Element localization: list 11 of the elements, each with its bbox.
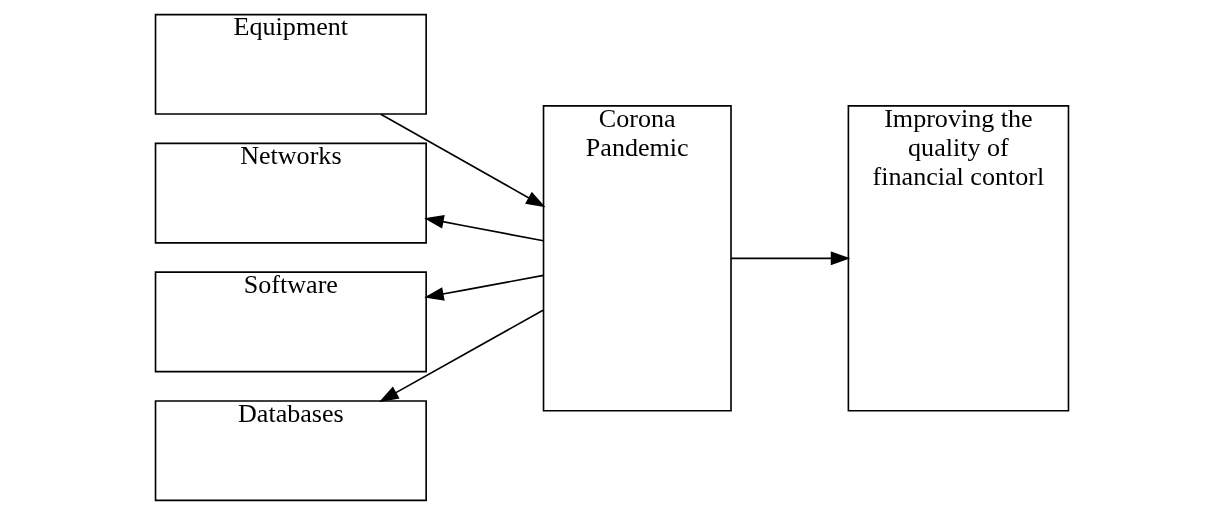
arrow [380, 113, 546, 208]
arrow [424, 215, 545, 242]
node-box: Corona Pandemic [542, 105, 732, 412]
arrow [730, 251, 851, 266]
node-box: Networks [154, 142, 427, 244]
node-box: Equipment [154, 13, 427, 115]
node-box: Improving the quality of financial contorl [847, 105, 1070, 412]
arrow [424, 274, 545, 301]
node-box: Software [154, 271, 427, 373]
node-box: Databases [154, 400, 427, 502]
arrow [379, 309, 544, 403]
